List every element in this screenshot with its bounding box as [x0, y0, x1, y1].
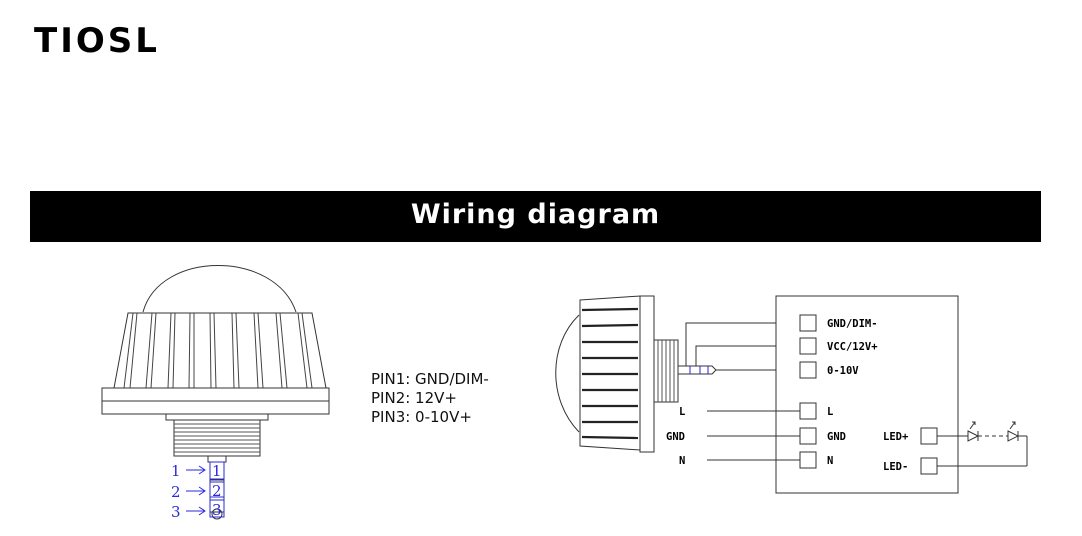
sensor-body: [113, 312, 327, 389]
terminal-gnd-dim: [799, 314, 817, 332]
pin-legend-line-1: PIN1: GND/DIM-: [371, 370, 489, 388]
terminal-block: [775, 295, 959, 494]
pin-callout-2: 2: [171, 483, 181, 501]
pin-legend-line-2: PIN2: 12V+: [371, 389, 457, 407]
terminal-0-10v: [799, 361, 817, 379]
threaded-neck: [173, 419, 261, 457]
terminal-label-gnd: GND: [827, 431, 846, 443]
terminal-label-led-minus: LED-: [883, 461, 908, 473]
terminal-vcc: [799, 337, 817, 355]
sensor-dome: [142, 265, 297, 313]
led-string: [937, 421, 1028, 467]
pin-legend: PIN1: GND/DIM- PIN2: 12V+ PIN3: 0-10V+: [371, 370, 489, 427]
pin-legend-line-3: PIN3: 0-10V+: [371, 408, 472, 426]
mains-wires: [707, 410, 800, 461]
pin-callout-box-3: 3: [212, 501, 222, 519]
section-banner: Wiring diagram: [30, 191, 1041, 242]
sensor-side-view: [101, 265, 330, 520]
mains-label-n: N: [679, 455, 685, 467]
rotated-jack: [677, 365, 717, 375]
terminal-label-l: L: [827, 406, 833, 418]
rotated-dome: [555, 314, 580, 433]
pin-callout-box-1: 1: [212, 462, 222, 480]
rotated-flange: [639, 295, 655, 453]
terminal-label-0-10v: 0-10V: [827, 365, 859, 377]
brand-logo: TIOSL: [34, 21, 160, 61]
pin-callout-3: 3: [171, 503, 181, 521]
terminal-label-vcc: VCC/12V+: [827, 341, 878, 353]
sensor-rotated-view: [555, 295, 717, 453]
terminal-label-led-plus: LED+: [883, 431, 908, 443]
terminal-label-gnd-dim: GND/DIM-: [827, 318, 878, 330]
banner-title: Wiring diagram: [410, 199, 661, 230]
terminal-label-n: N: [827, 455, 833, 467]
mains-label-l: L: [679, 406, 685, 418]
pin-callout-1: 1: [171, 462, 181, 480]
led-diode-1: [967, 430, 980, 442]
mains-label-gnd: GND: [666, 431, 685, 443]
pin-callout-box-2: 2: [212, 482, 222, 500]
pin-callouts: [186, 461, 225, 518]
led-diode-2: [1007, 430, 1020, 442]
